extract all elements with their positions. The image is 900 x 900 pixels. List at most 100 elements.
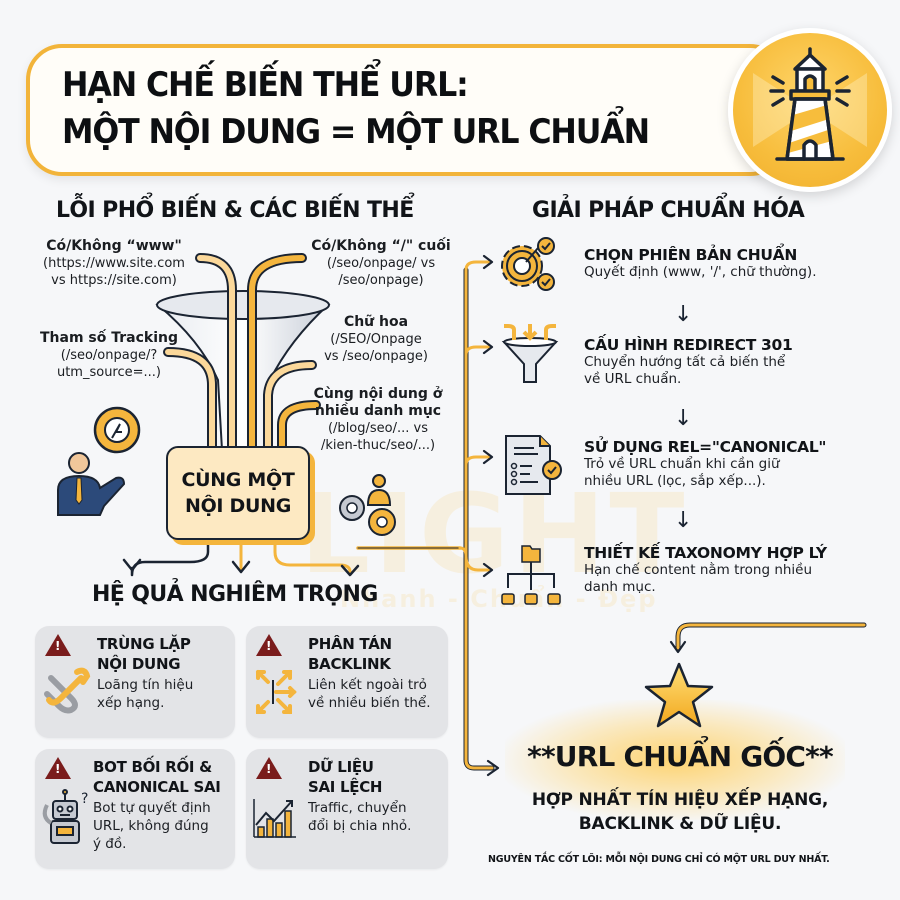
result-subtitle-line: HỢP NHẤT TÍN HIỆU XẾP HẠNG,	[531, 790, 829, 810]
warning-icon	[45, 757, 71, 779]
card-desc: Liên kết ngoài trỏ	[308, 677, 427, 693]
arrow-down-icon: ↓	[674, 302, 693, 327]
variant-example: (/blog/seo/... vs	[327, 421, 428, 436]
solution-step-4: THIẾT KẾ TAXONOMY HỢP LÝ Hạn chế content…	[584, 544, 827, 596]
result-glow	[505, 700, 845, 820]
person-gears-icon	[339, 474, 396, 536]
same-content-box: CÙNG MỘT NỘI DUNG	[166, 446, 310, 540]
consequences-title: HỆ QUẢ NGHIÊM TRỌNG	[92, 582, 378, 607]
man-gear-icon	[57, 406, 141, 516]
solution-title: THIẾT KẾ TAXONOMY HỢP LÝ	[584, 544, 827, 562]
solution-desc: Hạn chế content nằm trong nhiều	[584, 562, 813, 578]
watermark-tagline: Nhanh - Chuẩn - Đẹp	[340, 585, 658, 613]
document-check-icon	[505, 435, 562, 495]
variant-example: (/seo/onpage/?	[60, 348, 158, 363]
solution-desc: Chuyển hướng tất cả biến thể	[584, 354, 786, 370]
bar-chart-icon	[253, 799, 296, 838]
page-title: HẠN CHẾ BIẾN THỂ URL: MỘT NỘI DUNG = MỘT…	[62, 62, 694, 156]
broken-chain-icon	[44, 667, 91, 714]
card-title: NỘI DUNG	[97, 655, 181, 673]
variant-title: Có/Không “/" cuối	[311, 238, 451, 254]
variant-example: utm_source=...)	[56, 365, 162, 380]
variant-title: Tham số Tracking	[39, 330, 178, 346]
funnel-redirect-icon	[501, 324, 559, 383]
card-duplicate-content: ! TRÙNG LẶP NỘI DUNG Loãng tín hiệu xếp …	[35, 626, 235, 738]
center-box-line: NỘI DUNG	[184, 495, 292, 517]
card-backlink-dispersion: ! PHÂN TÁN BACKLINK Liên kết ngoài trỏ v…	[246, 626, 448, 738]
card-desc: URL, không đúng	[93, 818, 209, 834]
variant-example: (/seo/onpage/ vs	[326, 256, 436, 271]
card-title: TRÙNG LẶP	[97, 635, 191, 653]
lighthouse-badge	[728, 28, 892, 192]
solution-desc: Trỏ về URL chuẩn khi cần giữ	[584, 456, 780, 472]
warning-icon: !	[266, 762, 272, 776]
arrow-down-icon: ↓	[674, 508, 693, 533]
warning-icon: !	[266, 639, 272, 653]
solution-title: CHỌN PHIÊN BẢN CHUẨN	[584, 246, 798, 264]
confused-robot-icon: ?	[42, 789, 88, 844]
card-title: BOT BỐI RỐI &	[93, 758, 212, 776]
variant-example: vs https://site.com)	[51, 273, 177, 288]
solution-step-1: CHỌN PHIÊN BẢN CHUẨN Quyết định (www, '/…	[584, 246, 817, 281]
header-banner	[26, 44, 786, 176]
warning-icon	[256, 757, 282, 779]
variant-example: (/SEO/Onpage	[330, 332, 422, 347]
result-subtitle: HỢP NHẤT TÍN HIỆU XẾP HẠNG, BACKLINK & D…	[490, 788, 870, 836]
card-desc: đổi bị chia nhỏ.	[308, 818, 412, 834]
solution-step-2: CẤU HÌNH REDIRECT 301 Chuyển hướng tất c…	[584, 336, 793, 388]
title-line-1: HẠN CHẾ BIẾN THỂ URL:	[62, 65, 469, 105]
card-desc: Traffic, chuyển	[308, 800, 407, 816]
card-title: CANONICAL SAI	[93, 778, 221, 796]
gear-check-icon	[501, 237, 555, 291]
card-desc: Loãng tín hiệu	[97, 677, 194, 693]
variant-uppercase: Chữ hoa (/SEO/Onpage vs /seo/onpage)	[316, 314, 436, 365]
card-desc: Bot tự quyết định	[93, 800, 211, 816]
card-title: PHÂN TÁN	[308, 635, 392, 653]
star-icon	[644, 662, 714, 728]
variant-multi-category: Cùng nội dung ở nhiều danh mục (/blog/se…	[308, 386, 448, 454]
card-title: DỮ LIỆU	[308, 758, 374, 776]
variant-trailing-slash: Có/Không “/" cuối (/seo/onpage/ vs /seo/…	[306, 238, 456, 289]
core-principle-note: NGUYÊN TẮC CỐT LÕI: MỖI NỘI DUNG CHỈ CÓ …	[488, 854, 830, 865]
variant-title: Chữ hoa	[343, 314, 409, 330]
variant-example: /kien-thuc/seo/...)	[320, 438, 436, 453]
solution-desc: Quyết định (www, '/', chữ thường).	[584, 264, 817, 280]
lighthouse-icon	[753, 47, 867, 161]
solution-title: SỬ DỤNG REL="CANONICAL"	[584, 438, 827, 456]
card-desc: ý đồ.	[93, 836, 127, 852]
watermark: LIGHT	[300, 470, 689, 598]
warning-icon	[45, 634, 71, 656]
variant-tracking: Tham số Tracking (/seo/onpage/? utm_sour…	[34, 330, 184, 381]
title-line-2: MỘT NỘI DUNG = MỘT URL CHUẨN	[62, 112, 650, 152]
scatter-arrows-icon	[256, 670, 297, 714]
solution-desc: về URL chuẩn.	[584, 371, 682, 387]
variant-example: vs /seo/onpage)	[324, 349, 428, 364]
center-box-line: CÙNG MỘT	[181, 469, 295, 491]
card-title: BACKLINK	[308, 655, 391, 673]
left-section-title: LỖI PHỔ BIẾN & CÁC BIẾN THỂ	[56, 198, 414, 223]
warning-icon: !	[55, 762, 61, 776]
variant-example: (https://www.site.com	[43, 256, 185, 271]
solution-title: CẤU HÌNH REDIRECT 301	[584, 336, 793, 354]
variant-title: Cùng nội dung ở	[313, 386, 443, 402]
variant-title: nhiều danh mục	[314, 403, 442, 419]
card-desc: xếp hạng.	[97, 695, 165, 711]
variant-example: /seo/onpage)	[338, 273, 424, 288]
variant-title: Có/Không “www"	[46, 238, 182, 254]
result-subtitle-line: BACKLINK & DỮ LIỆU.	[578, 814, 782, 834]
solution-desc: danh mục.	[584, 579, 656, 595]
folder-tree-icon	[501, 545, 561, 605]
card-title: SAI LỆCH	[308, 778, 383, 796]
card-bot-confused: ! ? BOT BỐI RỐI & CANONICAL SAI Bot tự q…	[35, 749, 235, 869]
solutions-title: GIẢI PHÁP CHUẨN HÓA	[532, 198, 805, 223]
svg-text:?: ?	[81, 791, 88, 807]
canonical-url-title: **URL CHUẨN GỐC**	[527, 740, 834, 773]
arrow-down-icon: ↓	[674, 406, 693, 431]
card-desc: về nhiều biến thể.	[308, 695, 431, 711]
solution-step-3: SỬ DỤNG REL="CANONICAL" Trỏ về URL chuẩn…	[584, 438, 827, 490]
solution-desc: nhiều URL (lọc, sắp xếp...).	[584, 473, 766, 489]
warning-icon	[256, 634, 282, 656]
warning-icon: !	[55, 639, 61, 653]
card-data-skew: ! DỮ LIỆU SAI LỆCH Traffic, chuyển đổi b…	[246, 749, 448, 869]
